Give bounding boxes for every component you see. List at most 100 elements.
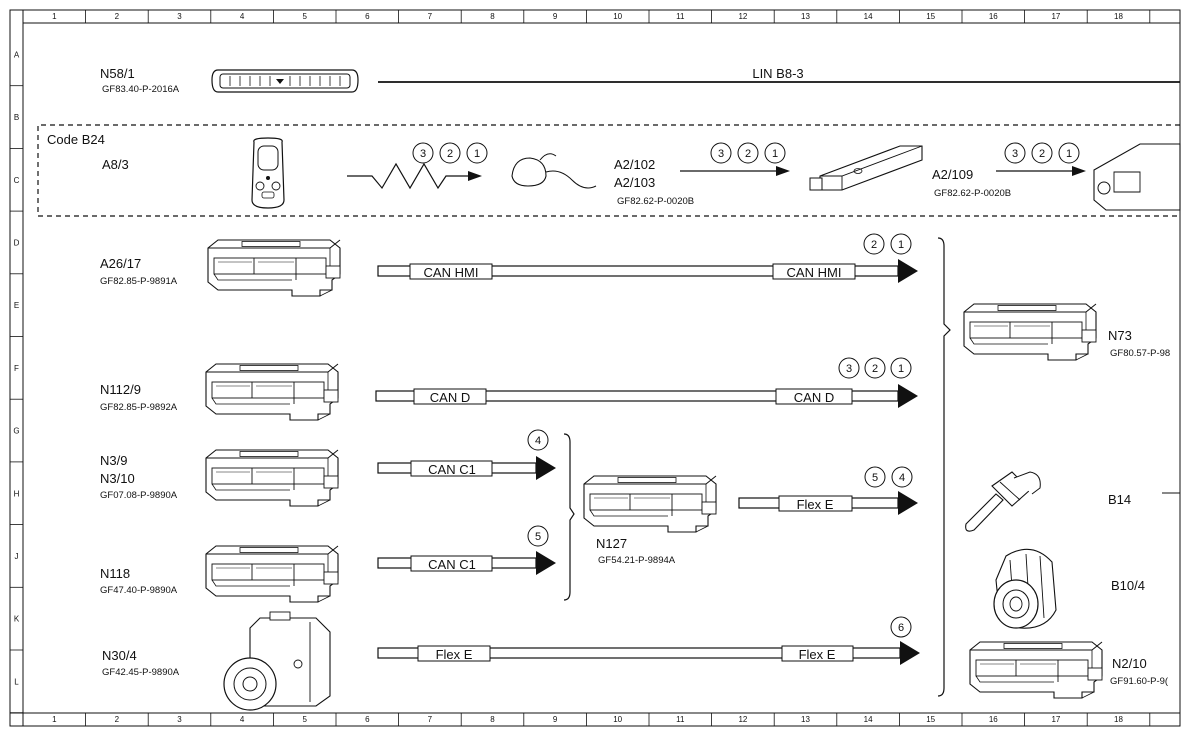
arrowhead-icon: [776, 166, 790, 176]
ruler-column-label: 3: [177, 12, 182, 21]
ruler-column-label: 13: [801, 715, 810, 724]
b10-4-sensor-icon: [993, 548, 1057, 629]
n3-10-name: N3/10: [100, 471, 135, 486]
n127-ref: GF54.21-P-9894A: [598, 555, 676, 566]
ruler-row-label: H: [14, 489, 20, 498]
can-hmi-label-start: CAN HMI: [424, 265, 479, 280]
ruler-column-label: 6: [365, 715, 370, 724]
ruler-column-label: 1: [52, 12, 57, 21]
ruler-column-label: 11: [676, 12, 685, 21]
a26-17-name: A26/17: [100, 256, 141, 271]
n112-9-ref: GF82.85-P-9892A: [100, 402, 178, 413]
n58-1-component: [211, 69, 359, 93]
a2-102-name: A2/102: [614, 157, 655, 172]
partial-module-icon: [1093, 143, 1181, 211]
ruler-column-label: 17: [1051, 715, 1060, 724]
ruler-column-label: 18: [1114, 715, 1123, 724]
antenna-icon: [511, 153, 597, 189]
n2-10-name: N2/10: [1112, 656, 1147, 671]
ruler-column-label: 7: [428, 715, 433, 724]
can-d-bus: [375, 384, 918, 408]
a2-103-name: A2/103: [614, 175, 655, 190]
ruler-column-label: 14: [864, 715, 873, 724]
ruler-column-label: 10: [613, 12, 622, 21]
n3-10-ecu-icon: [205, 449, 339, 507]
marker-2: 2: [745, 148, 751, 160]
ruler-column-label: 2: [115, 12, 120, 21]
ruler-row-label: C: [14, 176, 20, 185]
marker-3: 3: [846, 363, 852, 375]
a2-109-module-icon: [809, 145, 923, 191]
code-b24-box: [37, 124, 1180, 217]
n73-ecu-icon: [963, 303, 1097, 361]
ruler-column-label: 1: [52, 715, 57, 724]
a8-3-name: A8/3: [102, 157, 129, 172]
ruler-column-label: 10: [613, 715, 622, 724]
n58-1-ref: GF83.40-P-2016A: [102, 84, 180, 95]
marker-2: 2: [872, 363, 878, 375]
n2-10-ecu-icon: [969, 641, 1103, 699]
brace-n127: [563, 433, 575, 601]
n73-name: N73: [1108, 328, 1132, 343]
a26-17-ecu-icon: [207, 239, 341, 297]
arrowhead-icon: [1072, 166, 1086, 176]
marker-1: 1: [474, 148, 480, 160]
n112-9-ecu-icon: [205, 363, 339, 421]
ruler-column-label: 7: [428, 12, 433, 21]
ruler-column-label: 17: [1051, 12, 1060, 21]
n112-9-name: N112/9: [100, 382, 141, 397]
ruler-row-label: F: [14, 364, 19, 373]
ruler-column-label: 6: [365, 12, 370, 21]
ruler-row-label: E: [14, 301, 19, 310]
ruler-column-label: 2: [115, 715, 120, 724]
marker-3: 3: [420, 148, 426, 160]
marker-1: 1: [1066, 148, 1072, 160]
marker-4: 4: [535, 435, 541, 447]
marker-3: 3: [718, 148, 724, 160]
marker-1: 1: [898, 239, 904, 251]
ruler-row-label: L: [14, 677, 19, 686]
ruler-column-label: 5: [302, 715, 307, 724]
ruler-row-label: B: [14, 113, 19, 122]
can-d-label-end: CAN D: [794, 390, 834, 405]
marker-2: 2: [871, 239, 877, 251]
a26-17-ref: GF82.85-P-9891A: [100, 276, 178, 287]
ruler-column-label: 16: [989, 715, 998, 724]
ruler-column-label: 4: [240, 12, 245, 21]
a2-109-name: A2/109: [932, 167, 973, 182]
lin-label: LIN B8-3: [752, 66, 803, 81]
a2-103-ref: GF82.62-P-0020B: [617, 196, 694, 207]
ruler-column-label: 3: [177, 715, 182, 724]
marker-5: 5: [872, 472, 878, 484]
can-c1-label-upper: CAN C1: [428, 462, 476, 477]
flex-e-label-start: Flex E: [436, 647, 473, 662]
can-c1-bus-lower: [377, 551, 556, 575]
can-d-label-start: CAN D: [430, 390, 470, 405]
ruler-row-label: A: [14, 50, 20, 59]
marker-3: 3: [1012, 148, 1018, 160]
ruler-row-label: D: [14, 238, 20, 247]
marker-6: 6: [898, 622, 904, 634]
marker-2: 2: [1039, 148, 1045, 160]
flex-e-label-end: Flex E: [799, 647, 836, 662]
ruler-column-label: 13: [801, 12, 810, 21]
ruler-column-label: 15: [926, 715, 935, 724]
ruler-column-label: 8: [490, 715, 495, 724]
n30-4-ref: GF42.45-P-9890A: [102, 667, 180, 678]
marker-5: 5: [535, 531, 541, 543]
can-c1-label-lower: CAN C1: [428, 557, 476, 572]
b14-name: B14: [1108, 492, 1131, 507]
a8-3-key-icon: [251, 137, 285, 209]
n2-10-ref: GF91.60-P-9(: [1110, 676, 1169, 687]
ruler-column-label: 5: [302, 12, 307, 21]
n30-4-pump-icon: [223, 611, 331, 711]
ruler-column-label: 16: [989, 12, 998, 21]
ruler-column-label: 15: [926, 12, 935, 21]
n127-name: N127: [596, 536, 627, 551]
n118-name: N118: [100, 566, 130, 581]
ruler-column-label: 12: [738, 12, 747, 21]
flex-e-label-n127: Flex E: [797, 497, 834, 512]
rf-signal-arrow: [347, 162, 482, 190]
can-hmi-label-end: CAN HMI: [787, 265, 842, 280]
n3-10-ref: GF07.08-P-9890A: [100, 490, 178, 501]
